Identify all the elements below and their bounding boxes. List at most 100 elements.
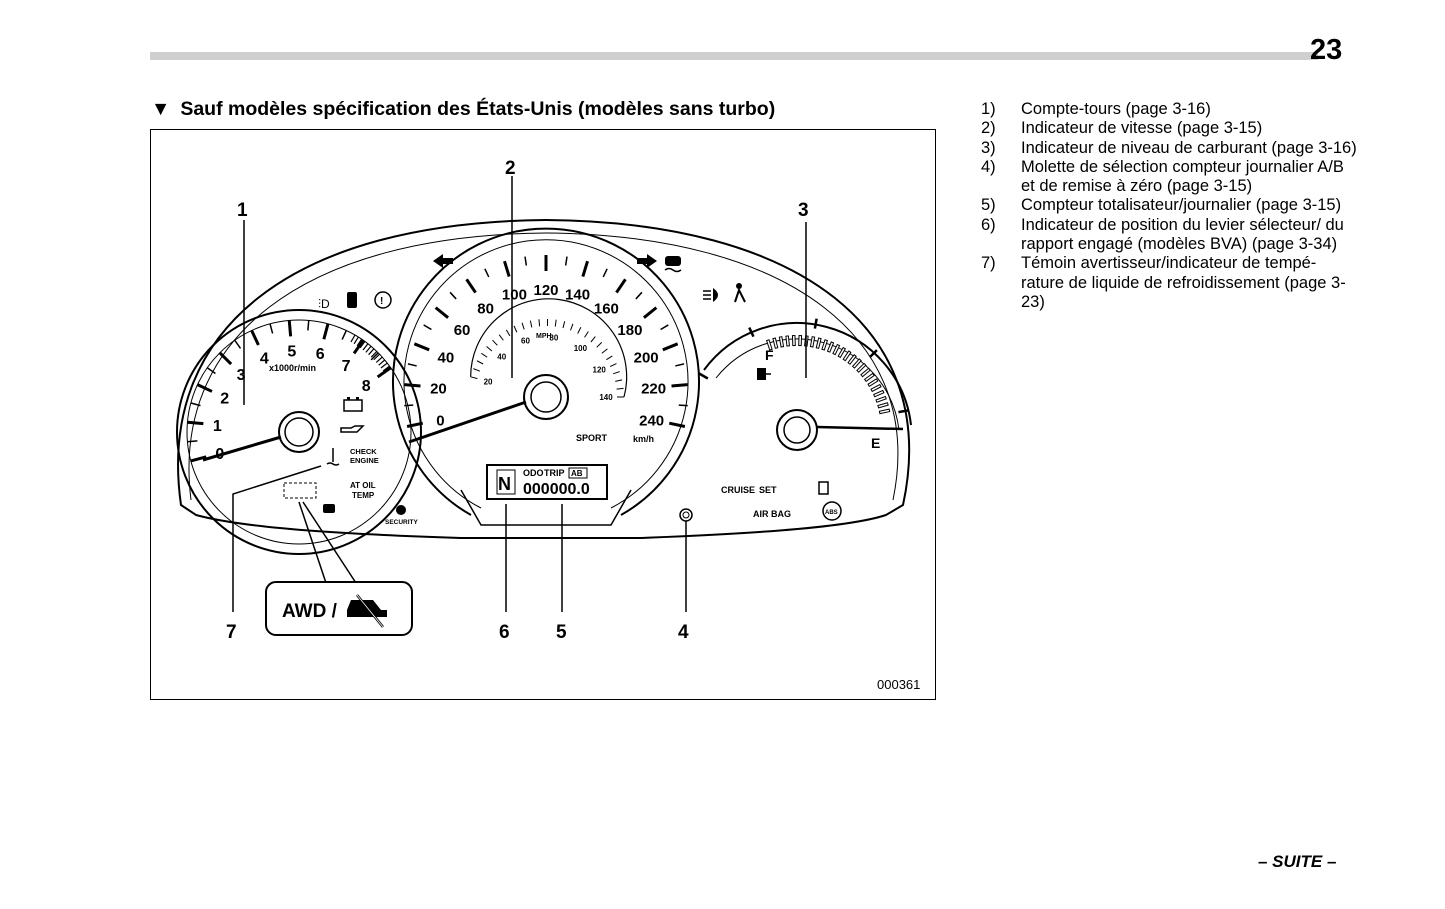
ab-label: AB: [571, 469, 583, 478]
header-rule: [150, 52, 1318, 60]
mph-tick: [612, 371, 620, 375]
oil-pressure-icon: [340, 425, 365, 433]
mph-tick: [562, 321, 566, 329]
tachometer-label: 6: [316, 346, 325, 363]
tachometer-tick: [250, 329, 260, 346]
mph-tick: [615, 379, 623, 382]
callout-3: 3: [798, 200, 809, 221]
mph-tick: [570, 323, 574, 331]
fuel-gauge-tick: [748, 327, 755, 338]
legend-item: 7)Témoin avertisseur/indicateur de tempé…: [981, 254, 1346, 311]
tachometer-tick: [307, 320, 310, 331]
tachometer-tick: [218, 351, 233, 366]
traction-control-icon: [664, 256, 682, 273]
seatbelt-warning-icon: [734, 283, 746, 303]
callout-2: 2: [505, 158, 516, 179]
security-label: SECURITY: [385, 519, 419, 526]
tachometer-redline-mark: [362, 343, 369, 351]
legend-item: 1)Compte-tours (page 3-16): [981, 100, 1211, 118]
abs-warning-icon: ABS: [822, 501, 842, 521]
coolant-temperature-icon: [326, 448, 340, 466]
legend-item: 5)Compteur totalisateur/journalier (page…: [981, 196, 1342, 215]
mph-tick: [596, 342, 603, 348]
speedometer-tick: [564, 256, 568, 266]
check-engine-label-2: ENGINE: [350, 456, 379, 465]
callout-7: 7: [226, 622, 237, 643]
headlight-high-beam-icon: [703, 288, 718, 302]
mph-tick: [606, 355, 613, 361]
fuel-pump-icon: [757, 368, 771, 380]
mph-tick: [470, 376, 478, 380]
callout-5: 5: [556, 622, 567, 643]
skid-icon: [323, 504, 335, 513]
mph-tick: [473, 368, 481, 372]
speedometer-tick: [615, 278, 627, 294]
speedometer-tick: [465, 278, 477, 294]
tachometer-label: 3: [237, 367, 246, 384]
turn-left-arrow-icon: [433, 254, 453, 268]
continue-label: – SUITE –: [1258, 852, 1337, 871]
tachometer-ticks: [187, 320, 392, 463]
speedometer-kmh-label: 100: [502, 287, 527, 304]
speedometer-kmh-label: 200: [634, 350, 659, 367]
awd-car-slash-icon: [347, 594, 387, 628]
turn-right-arrow-icon: [637, 254, 657, 268]
tachometer-unit: x1000r/min: [269, 363, 316, 373]
gear-position-indicator: N: [498, 474, 511, 494]
callout-4: 4: [678, 622, 689, 643]
speedometer-kmh-label: 80: [477, 300, 494, 317]
awd-callout: AWD /: [265, 501, 413, 636]
callout-6: 6: [499, 622, 510, 643]
speedometer-mph-label: 20: [484, 377, 493, 386]
speedometer-kmh-label: 220: [641, 381, 666, 398]
trip-reset-knob: [679, 508, 693, 522]
brake-warning-icon: !: [374, 291, 392, 309]
speedometer-mph-label: 40: [497, 352, 506, 361]
tachometer-tick: [269, 323, 274, 334]
door-open-icon: [347, 292, 357, 308]
speedometer-ticks: [404, 255, 688, 428]
speedometer-mph-label: 60: [521, 337, 530, 346]
tachometer-label: 2: [220, 390, 229, 407]
speedometer-tick: [406, 421, 424, 428]
speedometer-tick: [503, 260, 511, 277]
security-indicator-icon: [396, 505, 406, 515]
section-title-text: Sauf modèles spécification des États-Uni…: [180, 98, 776, 120]
tachometer-tick: [341, 330, 348, 340]
speedometer-mph-label: 120: [593, 365, 607, 374]
fog-light-icon: ⫶D: [318, 297, 330, 311]
awd-indicator-placeholder: [283, 482, 317, 499]
svg-text:⫶D: ⫶D: [318, 297, 330, 311]
speedometer-tick: [449, 291, 457, 300]
tachometer-redline-mark: [382, 365, 390, 372]
speedometer-tick: [407, 363, 417, 367]
speedometer-kmh-label: 240: [639, 412, 664, 429]
kmh-unit: km/h: [633, 434, 654, 444]
cluster-bezel: [177, 218, 911, 539]
legend-item: 3)Indicateur de niveau de carburant (pag…: [981, 138, 1357, 157]
tachometer-redline-mark: [380, 362, 388, 369]
speedometer-kmh-label: 160: [594, 300, 619, 317]
tachometer-tick: [187, 440, 198, 443]
mph-tick: [521, 322, 525, 330]
speedometer-mph-label: 80: [549, 334, 558, 343]
tachometer-tick: [322, 323, 330, 340]
mph-tick: [492, 339, 498, 346]
callout-1: 1: [237, 200, 248, 221]
mph-tick: [601, 348, 608, 354]
low-fuel-icon: [818, 481, 829, 495]
tachometer: 012345678 x1000r/min: [176, 309, 422, 555]
speedometer-needle: [408, 400, 527, 444]
tachometer-label: 4: [260, 351, 269, 368]
mph-tick: [616, 387, 624, 390]
page-number: 23: [1310, 34, 1343, 66]
legend-item: 6)Indicateur de position du levier sélec…: [981, 215, 1344, 254]
speedometer-tick: [662, 342, 679, 352]
speedometer-tick: [404, 383, 421, 388]
tachometer-redline-mark: [368, 348, 375, 356]
tachometer-tick: [234, 339, 242, 349]
tachometer-tick: [187, 420, 204, 426]
sport-label: SPORT: [576, 433, 608, 443]
section-title: ▼Sauf modèles spécification des États-Un…: [151, 98, 775, 121]
